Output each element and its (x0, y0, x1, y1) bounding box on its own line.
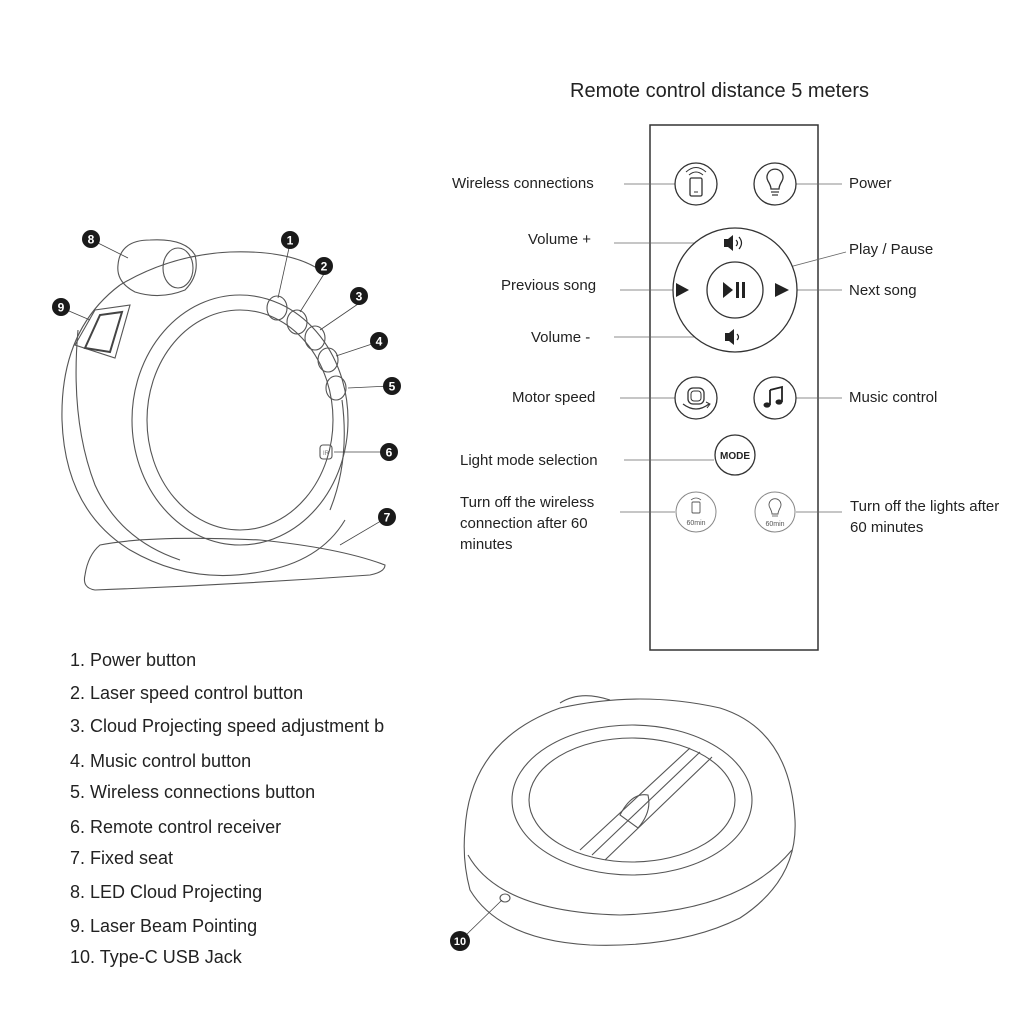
label-lights-off: Turn off the lights after 60 minutes (850, 498, 1000, 536)
legend-item: 8. LED Cloud Projecting (70, 882, 263, 902)
svg-text:4: 4 (376, 335, 383, 349)
legend-item: 4. Music control button (70, 751, 252, 771)
device-leader-lines (61, 239, 391, 546)
front-ring (131, 294, 349, 546)
remote-title: Remote control distance 5 meters (570, 80, 870, 102)
label-music-control: Music control (849, 389, 938, 406)
top-view-body (463, 698, 796, 946)
music-control-button[interactable] (753, 376, 797, 420)
callout-6: 6 (380, 443, 398, 461)
lights-timer-button[interactable]: 60min (754, 491, 796, 533)
label-volume-up: Volume + (528, 231, 591, 248)
lights-timer-label: 60min (765, 521, 784, 528)
callout-badges: 1 2 3 4 5 6 7 8 9 10 (52, 230, 470, 951)
wireless-timer-label: 60min (686, 520, 705, 527)
callout-3: 3 (350, 287, 368, 305)
projector-top-view (463, 695, 796, 946)
laser-window (74, 304, 131, 359)
power-button[interactable] (753, 162, 797, 206)
svg-text:6: 6 (386, 446, 393, 460)
mode-button[interactable]: MODE (714, 434, 756, 476)
projector-side-view (61, 239, 386, 591)
play-pause-button[interactable] (706, 261, 764, 319)
legend-item: 2. Laser speed control button (70, 683, 304, 703)
svg-text:1: 1 (287, 234, 294, 248)
top-view-ring (511, 724, 753, 876)
label-previous: Previous song (501, 277, 597, 294)
label-motor-speed: Motor speed (512, 389, 596, 406)
mode-button-label: MODE (720, 451, 750, 462)
callout-9: 9 (52, 298, 70, 316)
callout-2: 2 (315, 257, 333, 275)
legend-item: 1. Power button (70, 650, 197, 670)
label-play-pause: Play / Pause (849, 241, 934, 258)
callout-5: 5 (383, 377, 401, 395)
usb-leader-line (465, 899, 503, 936)
led-cloud-projector (117, 239, 197, 297)
legend-item: 6. Remote control receiver (70, 817, 282, 837)
outer-shell (61, 284, 346, 577)
legend-item: 7. Fixed seat (70, 848, 174, 868)
legend-item: 5. Wireless connections button (70, 782, 316, 802)
svg-text:10: 10 (454, 936, 466, 948)
legend-item: 3. Cloud Projecting speed adjustment b (70, 716, 385, 736)
volume-up-button[interactable] (724, 235, 743, 251)
callout-7: 7 (378, 508, 396, 526)
svg-text:9: 9 (58, 301, 65, 315)
label-volume-down: Volume - (531, 329, 591, 346)
svg-text:3: 3 (356, 290, 363, 304)
previous-button[interactable] (676, 283, 689, 297)
label-wireless: Wireless connections (452, 175, 594, 192)
callout-8: 8 (82, 230, 100, 248)
wireless-timer-button[interactable]: 60min (675, 491, 717, 533)
remote-body (649, 124, 819, 651)
svg-text:2: 2 (321, 260, 328, 274)
legend-item: 9. Laser Beam Pointing (70, 916, 258, 936)
side-buttons (266, 295, 347, 401)
svg-text:7: 7 (384, 511, 391, 525)
next-button[interactable] (775, 283, 789, 297)
legend-item: 10. Type-C USB Jack (70, 947, 242, 967)
label-light-mode: Light mode selection (460, 452, 598, 469)
motor-speed-button[interactable] (674, 376, 718, 420)
wireless-button[interactable] (674, 162, 718, 206)
label-next: Next song (849, 282, 917, 299)
callout-4: 4 (370, 332, 388, 350)
receiver-mark: IR (323, 451, 330, 457)
svg-text:8: 8 (88, 233, 95, 247)
label-power: Power (849, 175, 892, 192)
remote-receiver (319, 444, 333, 460)
callout-1: 1 (281, 231, 299, 249)
fixed-seat (83, 537, 386, 591)
svg-text:5: 5 (389, 380, 396, 394)
callout-10: 10 (450, 931, 470, 951)
usb-c-jack (499, 893, 511, 903)
volume-down-button[interactable] (725, 329, 740, 345)
label-wireless-off: Turn off the wireless connection after 6… (460, 494, 595, 553)
